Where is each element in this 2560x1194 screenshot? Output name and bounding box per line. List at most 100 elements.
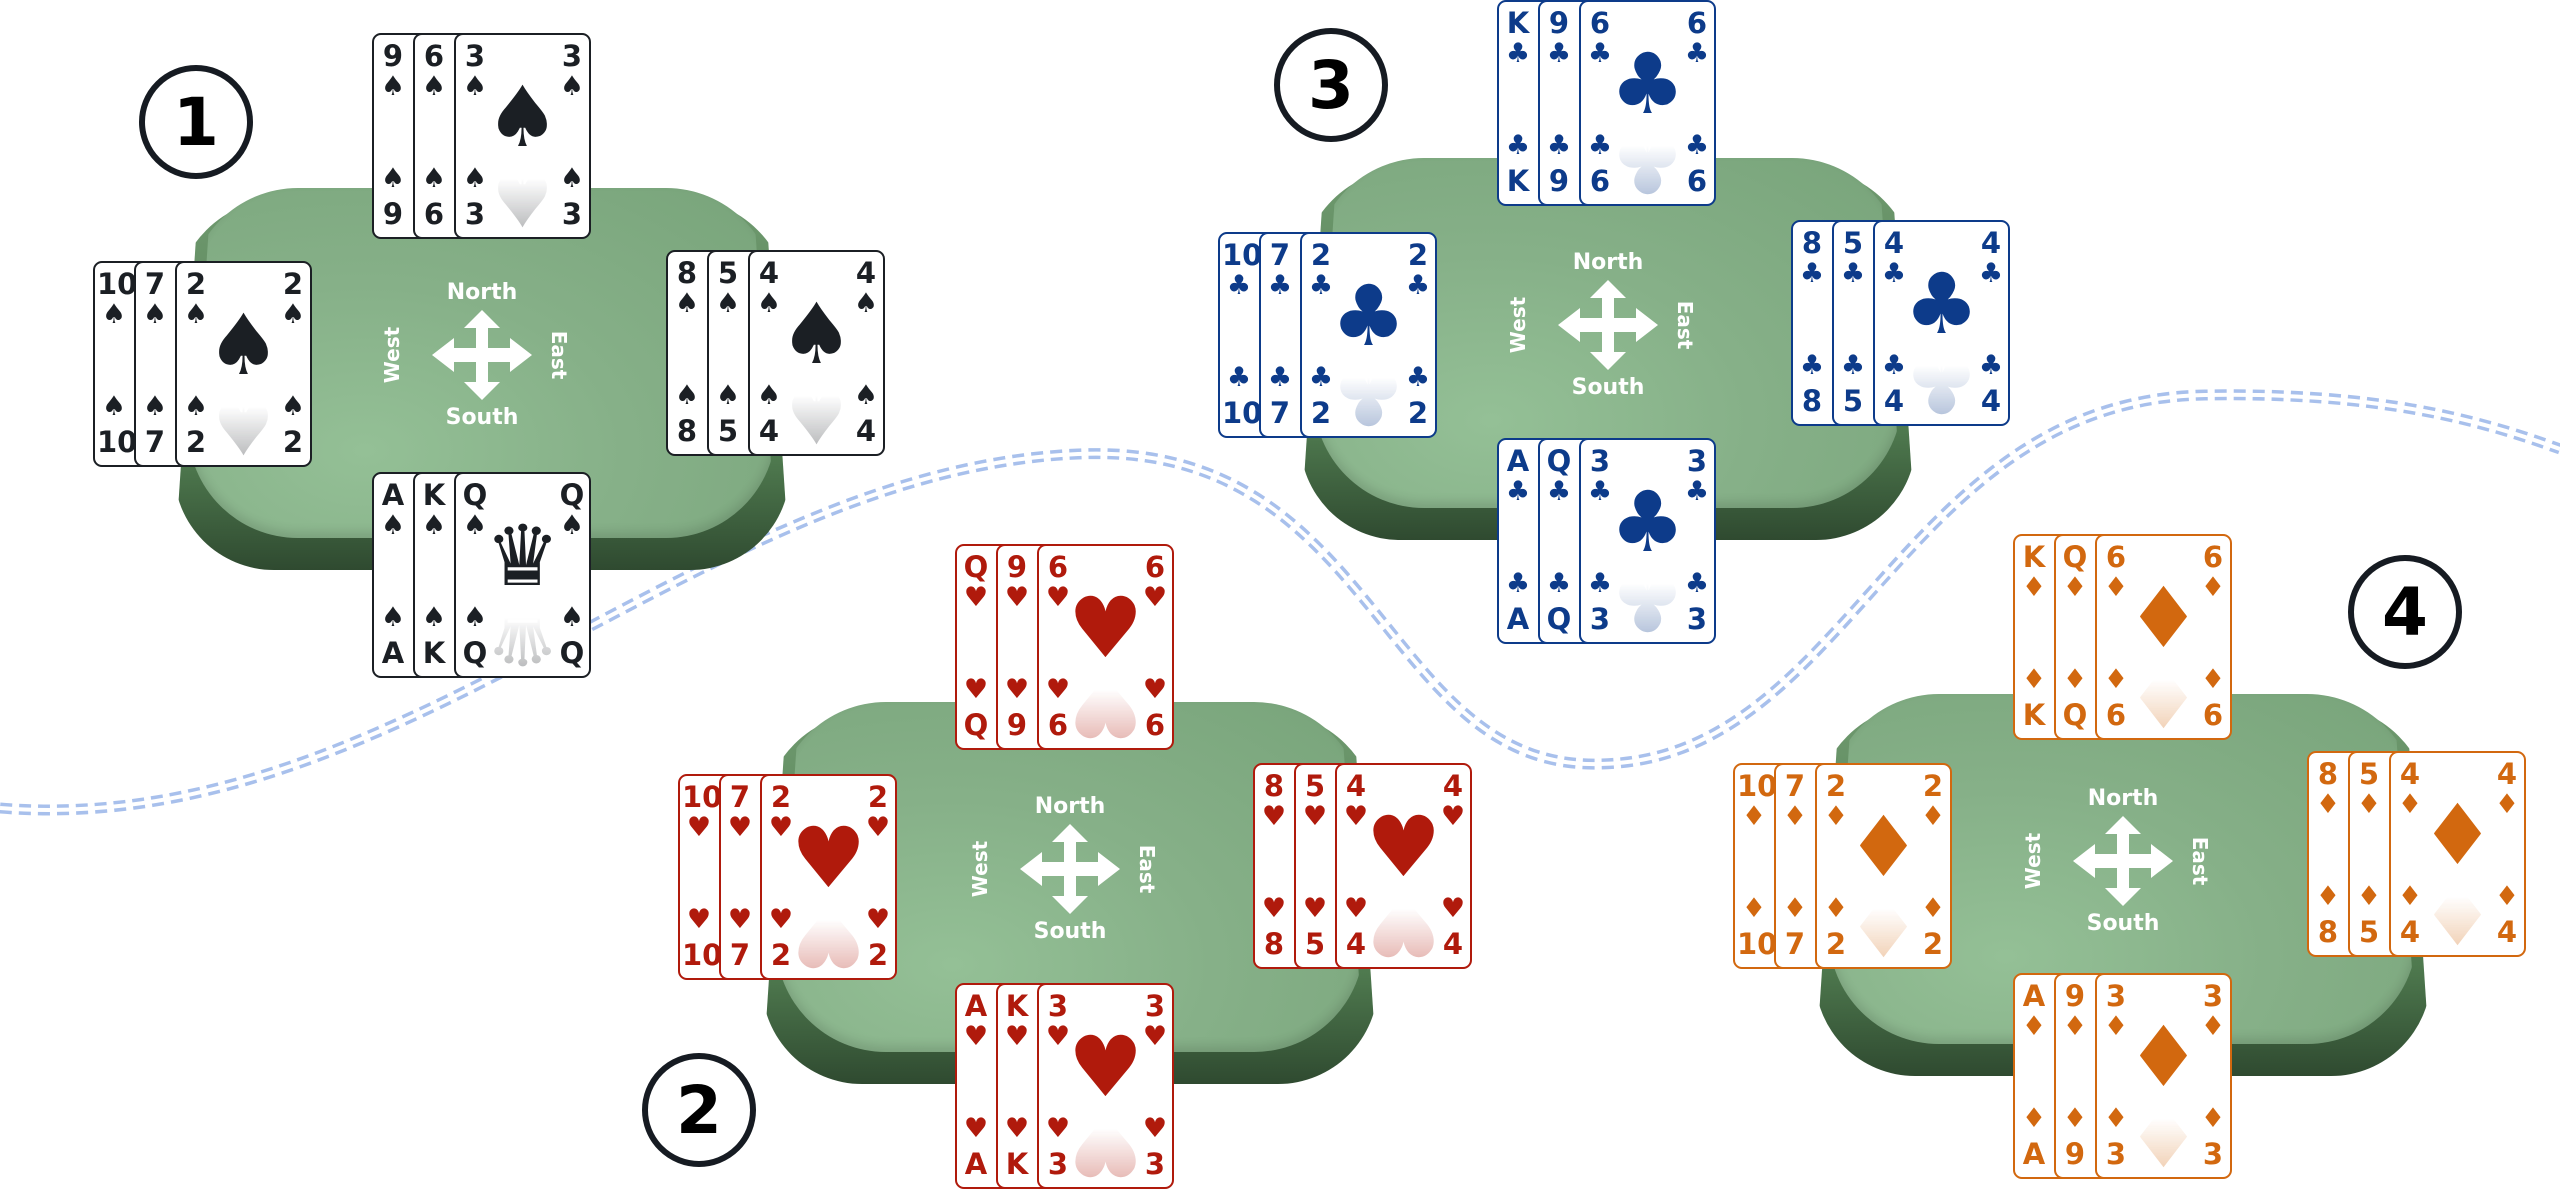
card-rank: 10 — [1737, 769, 1778, 803]
suit-icon: ♣ — [1546, 38, 1572, 69]
card-rank: 6 — [1144, 708, 1166, 742]
center-pip-icon: ♠ — [484, 68, 561, 166]
suit-icon: ♥ — [1004, 1021, 1030, 1052]
suit-icon: ♣ — [1978, 258, 2004, 289]
suit-icon: ♠ — [142, 299, 168, 330]
suit-icon: ♠ — [421, 71, 447, 102]
suit-icon: ♦ — [2062, 664, 2088, 695]
card-rank: 7 — [144, 267, 166, 301]
suit-icon: ♠ — [674, 380, 700, 411]
suit-icon: ♠ — [280, 391, 306, 422]
center-pip-icon: ♣ — [1903, 255, 1980, 353]
card-rank: 4 — [1980, 384, 2002, 418]
card-rank: 10 — [1222, 396, 1263, 430]
suit-icon: ♥ — [865, 904, 891, 935]
center-pip-icon: ♠ — [778, 285, 855, 383]
diagram-number-badge: 4 — [2348, 555, 2462, 669]
suit-icon: ♣ — [1546, 568, 1572, 599]
card-rank: Q — [559, 478, 585, 512]
card-rank: 9 — [1006, 708, 1028, 742]
card-rank: 7 — [1784, 769, 1806, 803]
card-rank: A — [964, 1147, 988, 1181]
suit-icon: ♥ — [1343, 801, 1369, 832]
card-rank: 6 — [1144, 550, 1166, 584]
card-rank: 2 — [282, 425, 304, 459]
card-rank: A — [1506, 444, 1530, 478]
suit-icon: ♣ — [1405, 362, 1431, 393]
card-rank: 7 — [729, 780, 751, 814]
suit-icon: ♦ — [2315, 881, 2341, 912]
suit-icon: ♠ — [756, 288, 782, 319]
suit-icon: ♣ — [1684, 568, 1710, 599]
card-rank: 4 — [1345, 769, 1367, 803]
pip-reflection: ♛ — [484, 585, 561, 678]
card-rank: 4 — [2496, 757, 2518, 791]
card-rank: 8 — [2317, 915, 2339, 949]
card-rank: 2 — [1825, 927, 1847, 961]
card-rank: 3 — [464, 39, 486, 73]
card-rank: 3 — [1686, 602, 1708, 636]
pip-reflection: ♦ — [1845, 876, 1922, 969]
suit-icon: ♥ — [963, 1021, 989, 1052]
pip-reflection: ♣ — [1330, 345, 1407, 438]
suit-icon: ♣ — [1587, 130, 1613, 161]
card-rank: A — [381, 478, 405, 512]
card-rank: 5 — [1842, 384, 1864, 418]
center-pip-icon: ♥ — [1067, 579, 1144, 677]
suit-icon: ♦ — [2200, 1011, 2226, 1042]
suit-icon: ♠ — [183, 391, 209, 422]
compass-south-label: South — [1571, 375, 1645, 400]
suit-icon: ♥ — [727, 812, 753, 843]
card-rank: 9 — [1548, 6, 1570, 40]
card-rank: 4 — [1442, 927, 1464, 961]
suit-icon: ♦ — [2397, 789, 2423, 820]
suit-icon: ♣ — [1684, 476, 1710, 507]
card-rank: Q — [963, 550, 989, 584]
suit-icon: ♥ — [1142, 1113, 1168, 1144]
center-pip-icon: ♣ — [1609, 35, 1686, 133]
card-rank: 9 — [2064, 1137, 2086, 1171]
card-rank: 6 — [423, 197, 445, 231]
diagram-number-badge: 2 — [642, 1053, 756, 1167]
card-rank: 2 — [185, 267, 207, 301]
card-rank: 8 — [1801, 384, 1823, 418]
card-rank: 6 — [423, 39, 445, 73]
suit-icon: ♣ — [1267, 362, 1293, 393]
card-rank: 5 — [1304, 927, 1326, 961]
pip-reflection: ♥ — [1365, 876, 1442, 969]
card-rank: 2 — [1825, 769, 1847, 803]
card-rank: K — [2022, 698, 2046, 732]
suit-icon: ♦ — [2021, 1103, 2047, 1134]
card-rank: 5 — [2358, 915, 2380, 949]
suit-icon: ♥ — [727, 904, 753, 935]
card-rank: 3 — [1047, 989, 1069, 1023]
suit-icon: ♥ — [1004, 582, 1030, 613]
suit-icon: ♥ — [686, 904, 712, 935]
suit-icon: ♥ — [1045, 1021, 1071, 1052]
card-rank: K — [1506, 164, 1530, 198]
card-rank: K — [1506, 6, 1530, 40]
compass-north-label: North — [1572, 250, 1644, 275]
suit-icon: ♥ — [1261, 893, 1287, 924]
